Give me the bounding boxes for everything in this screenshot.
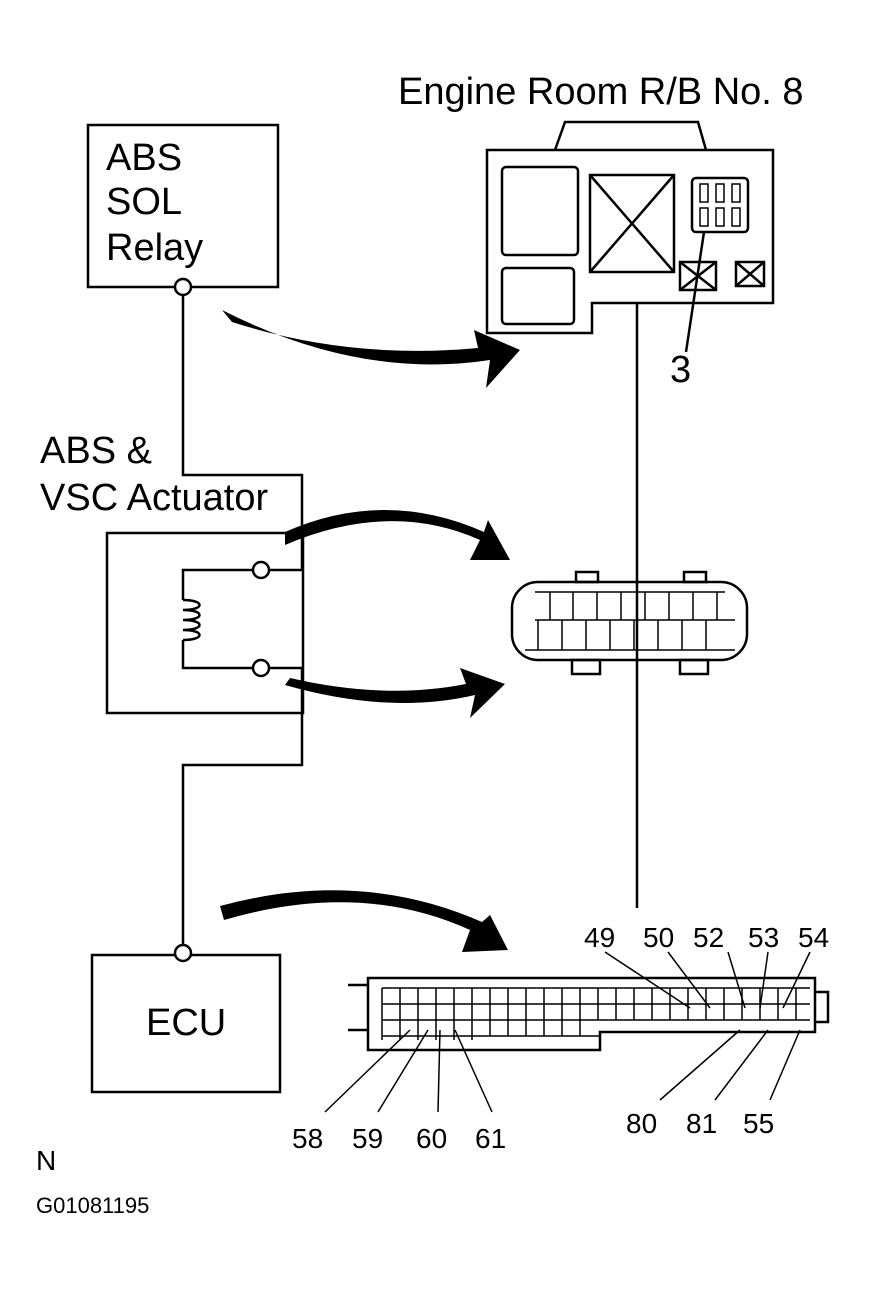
- leader-50: [667, 951, 711, 1009]
- pin-label-61: 61: [475, 1123, 506, 1154]
- pin-label-60: 60: [416, 1123, 447, 1154]
- pin-label-53: 53: [748, 922, 779, 953]
- actuator-internal: [181, 568, 253, 670]
- pin-label-59: 59: [352, 1123, 383, 1154]
- relay-label-2: SOL: [106, 181, 182, 223]
- leader-54: [782, 951, 811, 1009]
- pin-label-80: 80: [626, 1108, 657, 1139]
- relay-label-1: ABS: [106, 137, 182, 179]
- coil-icon: [182, 598, 201, 642]
- pin-label-58: 58: [292, 1123, 323, 1154]
- view-letter: N: [36, 1145, 56, 1176]
- pin-label-49: 49: [584, 922, 615, 953]
- ecu-label: ECU: [146, 1002, 226, 1044]
- relay-block: [485, 120, 775, 353]
- leader-52: [727, 951, 746, 1009]
- pin-label-50: 50: [643, 922, 674, 953]
- arrow-actuator-bottom: [285, 668, 505, 718]
- leader-80: [659, 1029, 741, 1101]
- relay-block-terminal: 3: [670, 349, 691, 391]
- leader-59: [377, 1029, 429, 1113]
- actuator-terminal-top: [251, 560, 271, 580]
- figure-code: G01081195: [36, 1193, 149, 1218]
- leader-55: [769, 1029, 801, 1101]
- actuator-terminal-bottom: [251, 658, 271, 678]
- leader-49: [604, 951, 691, 1009]
- leader-61: [454, 1029, 493, 1113]
- pin-label-55: 55: [743, 1108, 774, 1139]
- leader-60: [437, 1029, 441, 1113]
- leader-81: [714, 1029, 769, 1101]
- relay-terminal: [173, 277, 193, 297]
- pin-label-54: 54: [798, 922, 829, 953]
- pin-label-52: 52: [693, 922, 724, 953]
- actuator-connector: [510, 570, 749, 676]
- arrow-ecu: [220, 890, 508, 952]
- wire-relay-actuator: [181, 295, 304, 572]
- arrow-actuator-top: [285, 510, 510, 560]
- actuator-label-2: VSC Actuator: [40, 477, 268, 519]
- wire-actuator-ecu: [181, 666, 304, 945]
- actuator-label-1: ABS &: [40, 430, 152, 472]
- ecu-terminal: [173, 943, 193, 963]
- relay-label-3: Relay: [106, 227, 203, 269]
- actuator-box: [105, 531, 305, 715]
- relay-block-title: Engine Room R/B No. 8: [398, 71, 804, 113]
- ecu-connector: [348, 976, 830, 1052]
- pin-label-81: 81: [686, 1108, 717, 1139]
- leader-58: [324, 1029, 411, 1113]
- leader-53: [759, 951, 769, 1009]
- arrow-relay: [222, 310, 520, 388]
